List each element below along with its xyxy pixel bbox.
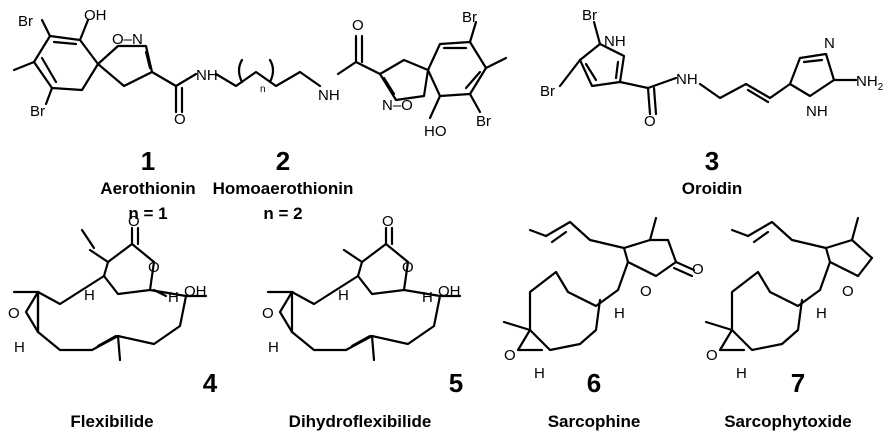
structure-aerothionin: Br OH Br O–N NH O n NH O N–O Br HO Br (12, 7, 508, 140)
compound-name: Aerothionin (100, 179, 195, 198)
atom-n: N (824, 35, 835, 52)
atom-br: Br (540, 83, 555, 100)
structure-flexibilide: O O H H OH O H (8, 213, 208, 362)
atom-o: O (174, 111, 186, 128)
compound-note: n = 2 (263, 204, 302, 223)
atom-oh: OH (84, 7, 107, 24)
compound-note: n = 1 (128, 204, 167, 223)
atom-ho: HO (424, 123, 447, 140)
compound-number: 7 (791, 368, 805, 398)
atom-nh: NH (676, 71, 698, 88)
atom-o: O (402, 259, 414, 276)
atom-o: O (692, 261, 704, 278)
compound-number: 3 (705, 146, 719, 176)
atom-nh: NH (196, 67, 218, 84)
atom-o: O (504, 347, 516, 364)
atom-o: O (644, 113, 656, 130)
atom-o: O (352, 17, 364, 34)
atom-h: H (534, 365, 545, 382)
atom-h: H (84, 287, 95, 304)
atom-h: H (816, 305, 827, 322)
structure-dihydroflexibilide: O O H H OH O H (262, 213, 462, 362)
atom-h: H (168, 289, 179, 306)
atom-oh: OH (184, 283, 207, 300)
atom-n-o: N–O (382, 97, 413, 114)
atom-o: O (128, 213, 140, 230)
atom-o: O (706, 347, 718, 364)
atom-br: Br (30, 103, 45, 120)
compound-name: Flexibilide (70, 412, 153, 431)
compound-name: Sarcophytoxide (724, 412, 852, 431)
atom-o: O (382, 213, 394, 230)
atom-h: H (614, 305, 625, 322)
atom-h: H (14, 339, 25, 356)
atom-br: Br (462, 9, 477, 26)
atom-h: H (422, 289, 433, 306)
atom-br: Br (476, 113, 491, 130)
compound-name: Sarcophine (548, 412, 641, 431)
atom-h: H (736, 365, 747, 382)
compound-name: Oroidin (682, 179, 742, 198)
structure-sarcophine: O O H O H (502, 216, 704, 382)
compound-number: 2 (276, 146, 290, 176)
atom-oh: OH (438, 283, 461, 300)
compound-number: 6 (587, 368, 601, 398)
atom-nh: NH (318, 87, 340, 104)
structure-oroidin: Br NH Br O NH N NH NH2 (540, 7, 884, 130)
atom-o: O (262, 305, 274, 322)
atom-br: Br (582, 7, 597, 24)
compound-name: Homoaerothionin (213, 179, 354, 198)
atom-nh2: NH2 (856, 73, 884, 93)
compound-number: 5 (449, 368, 463, 398)
compound-number: 4 (203, 368, 218, 398)
atom-nh: NH (806, 103, 828, 120)
atom-o-n: O–N (112, 31, 143, 48)
atom-o: O (842, 283, 854, 300)
atom-o: O (640, 283, 652, 300)
compound-name: Dihydroflexibilide (289, 412, 432, 431)
atom-o: O (148, 259, 160, 276)
atom-br: Br (18, 13, 33, 30)
atom-o: O (8, 305, 20, 322)
structure-sarcophytoxide: O H O H (704, 216, 874, 382)
atom-nh: NH (604, 33, 626, 50)
atom-h: H (268, 339, 279, 356)
atom-h: H (338, 287, 349, 304)
compound-number: 1 (141, 146, 155, 176)
atom-n-subscript: n (260, 84, 266, 95)
